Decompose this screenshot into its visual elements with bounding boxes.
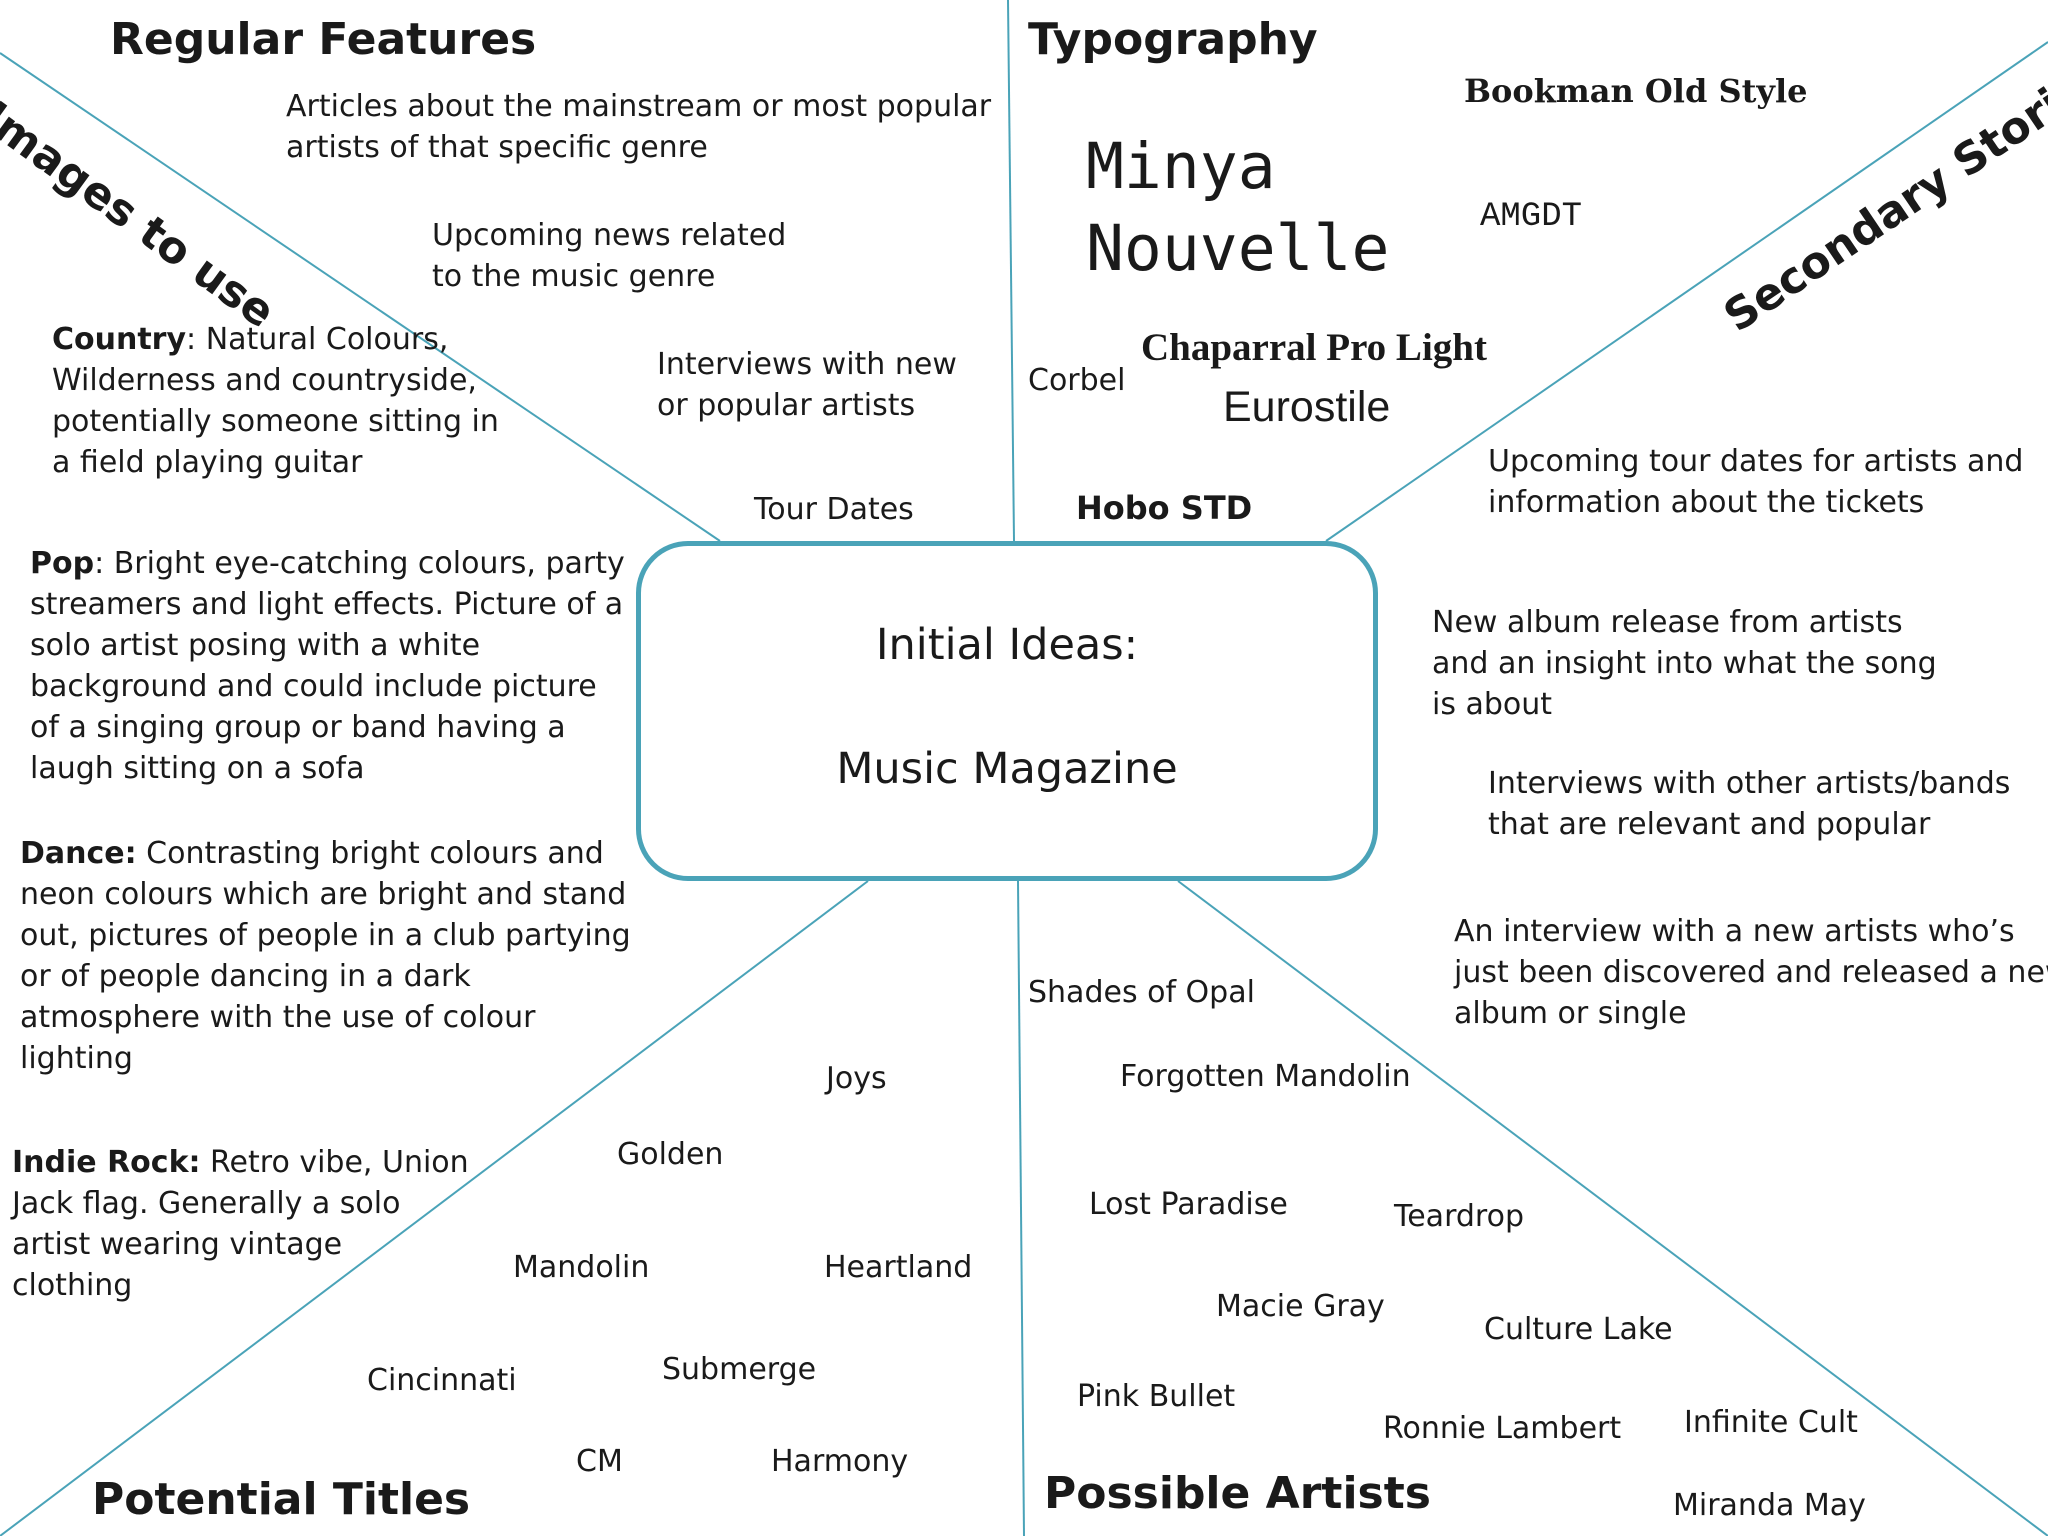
center-title: Initial Ideas: [875,620,1139,670]
artist-option: Miranda May [1673,1488,1866,1523]
connector-line [1007,0,1015,542]
artist-option: Teardrop [1394,1199,1524,1234]
font-sample-corbel: Corbel [1028,363,1126,398]
artist-option: Ronnie Lambert [1383,1411,1622,1446]
connector-line [1177,880,2048,1536]
font-sample-eurostile: Eurostile [1223,383,1391,431]
center-node [636,541,1378,881]
artist-option: Culture Lake [1484,1312,1673,1347]
title-option: Heartland [824,1250,973,1285]
title-option: Submerge [662,1352,817,1387]
artist-option: Macie Gray [1216,1289,1385,1324]
connector-line [0,880,869,1536]
font-sample-hobo: Hobo STD [1076,489,1253,527]
title-option: Golden [617,1137,724,1172]
artist-option: Shades of Opal [1028,975,1255,1010]
image-idea-dance: Dance: Contrasting bright colours and ne… [20,836,631,1076]
connector-line [0,52,721,542]
title-option: Joys [826,1061,887,1096]
heading-possible-artists: Possible Artists [1044,1468,1431,1519]
image-idea-indie-rock: Indie Rock: Retro vibe, Union Jack flag.… [12,1145,469,1303]
connector-line [1325,41,2048,542]
center-subtitle: Music Magazine [836,744,1178,794]
heading-regular-features: Regular Features [110,14,537,65]
font-sample-chaparral: Chaparral Pro Light [1141,326,1487,369]
font-sample-bookman: Bookman Old Style [1464,72,1808,110]
image-idea-country: Country: Natural Colours, Wilderness and… [52,322,499,480]
regular-feature-item: Articles about the mainstream or most po… [286,89,992,165]
title-option: Mandolin [513,1250,650,1285]
heading-potential-titles: Potential Titles [92,1474,471,1525]
artist-option: Pink Bullet [1077,1379,1236,1414]
connector-line [1017,880,1025,1536]
heading-typography: Typography [1028,14,1318,65]
font-sample-amgdt: AMGDT [1480,198,1583,236]
title-option: CM [576,1444,623,1479]
artist-option: Forgotten Mandolin [1120,1059,1411,1094]
artist-option: Lost Paradise [1089,1187,1288,1222]
regular-feature-item: Tour Dates [754,492,914,527]
title-option: Cincinnati [367,1363,517,1398]
artist-option: Infinite Cult [1684,1405,1858,1440]
title-option: Harmony [771,1444,909,1479]
image-idea-pop: Pop: Bright eye-catching colours, party … [30,546,625,786]
